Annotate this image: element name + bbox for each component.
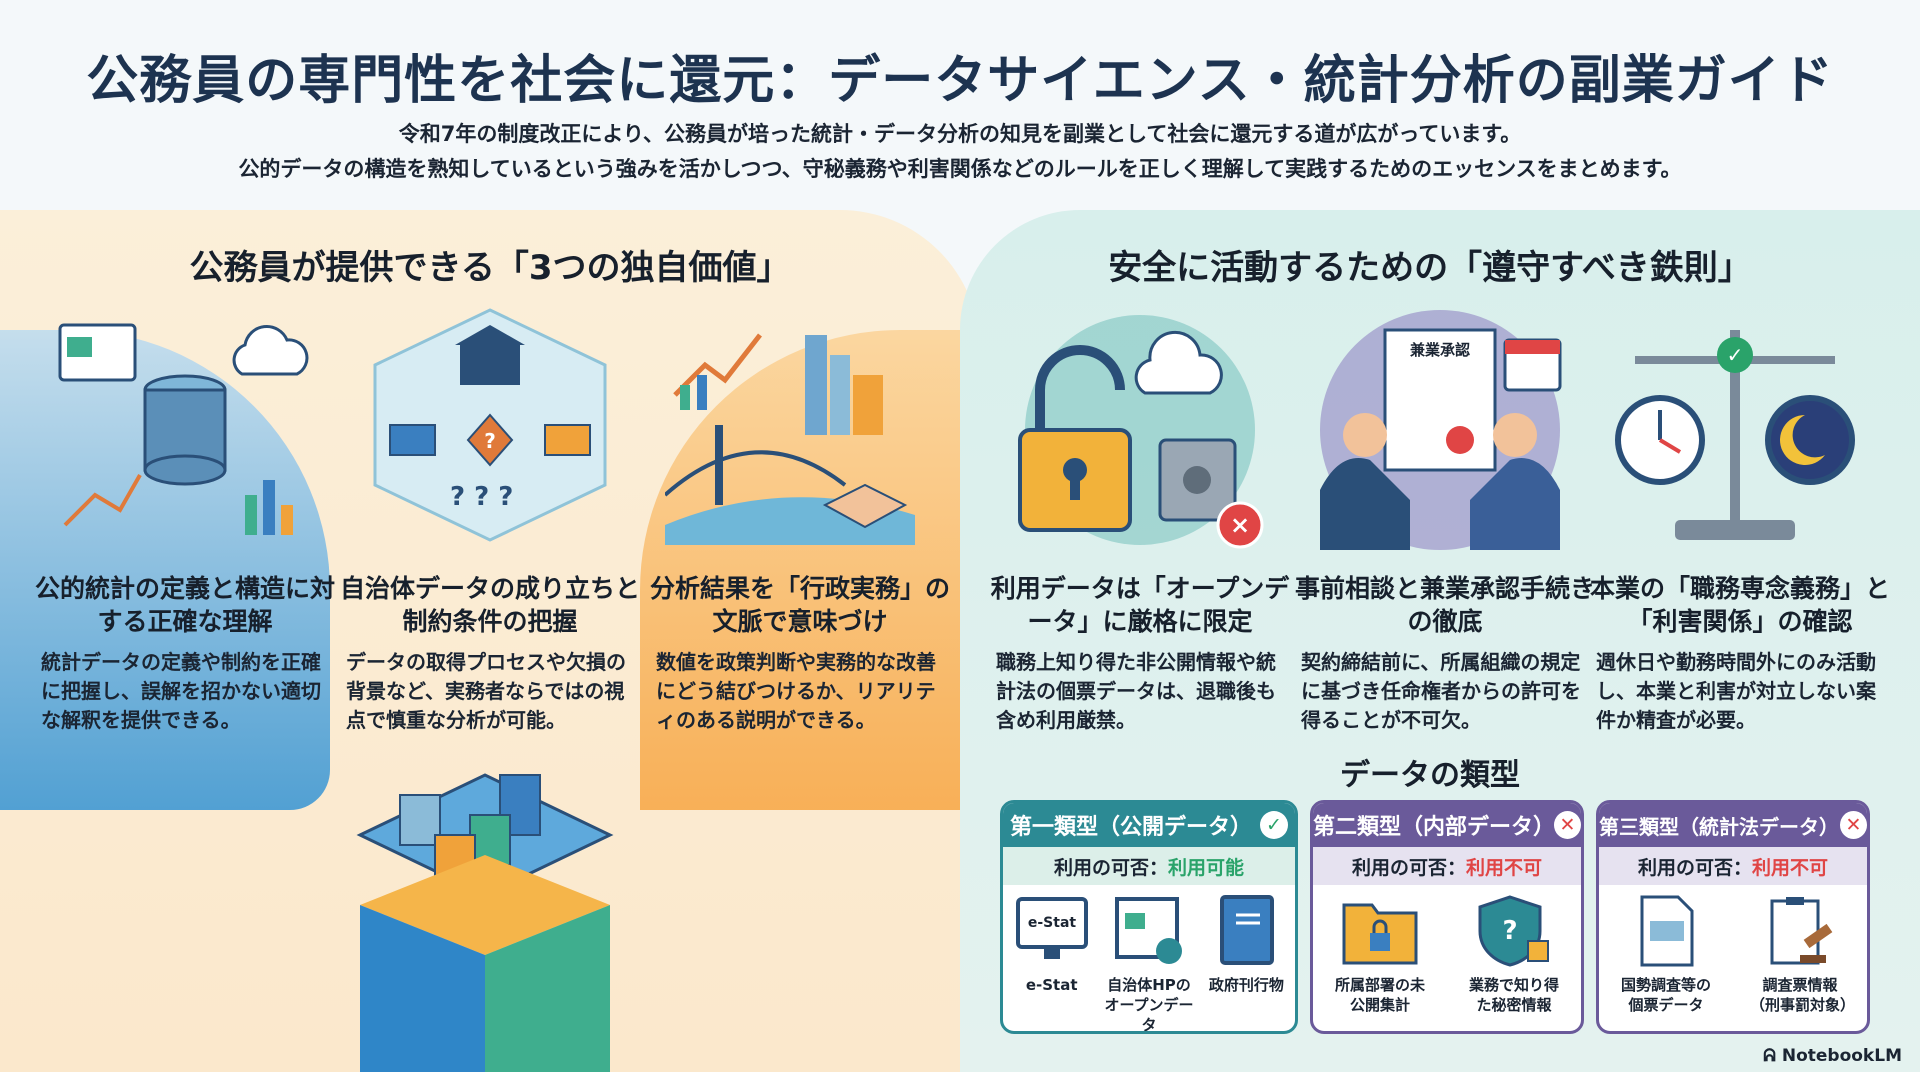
svg-text:×: × [1230, 511, 1250, 539]
right-section-heading: 安全に活動するための「遵守すべき鉄則」 [1108, 248, 1752, 288]
subtitle-line-1: 令和7年の制度改正により、公務員が培った統計・データ分析の知見を副業として社会に… [398, 122, 1522, 146]
svg-text:? ? ?: ? ? ? [450, 482, 513, 512]
availability-status: 利用不可 [1466, 856, 1543, 879]
value-title: 自治体データの成り立ちと制約条件の把握 [340, 574, 641, 636]
approval-doc-label: 兼業承認 [1410, 341, 1470, 359]
availability-status: 利用可能 [1168, 856, 1245, 879]
balance-scale-clock-icon: ✓ [1615, 330, 1855, 540]
data-example: 所属部署の未公開集計 [1330, 895, 1430, 1015]
data-types-heading: データの類型 [1340, 758, 1520, 793]
locked-folder-icon [1342, 903, 1418, 965]
rule-item-3: 本業の「職務専念義務」と「利害関係」の確認週休日や勤務時間外にのみ活動し、本業と… [1590, 572, 1890, 735]
value-item-3: 分析結果を「行政実務」の文脈で意味づけ数値を政策判断や実務的な改善にどう結びつけ… [650, 572, 950, 735]
value-body: データの取得プロセスや欠損の背景など、実務者ならではの視点で慎重な分析が可能。 [346, 650, 626, 732]
check-icon: ✓ [1260, 811, 1288, 839]
data-example: 自治体HPのオープンデータ [1100, 895, 1197, 1031]
cross-icon: ✕ [1554, 811, 1581, 839]
availability-label: 利用の可否： [1053, 856, 1168, 879]
card-title: 第二類型（内部データ） [1313, 815, 1556, 840]
book-icon [1220, 895, 1275, 965]
svg-text:?: ? [484, 429, 496, 453]
left-section-heading: 公務員が提供できる「3つの独自価値」 [189, 248, 791, 288]
rule-title: 本業の「職務専念義務」と「利害関係」の確認 [1590, 574, 1891, 636]
rule-body: 週休日や勤務時間外にのみ活動し、本業と利害が対立しない案件か精査が必要。 [1596, 650, 1876, 732]
clipboard-gavel-icon [1770, 897, 1833, 965]
data-example: 政府刊行物 [1198, 895, 1295, 1031]
value-title: 公的統計の定義と構造に対する正確な理解 [35, 574, 336, 636]
web-page-globe-icon [1114, 897, 1182, 964]
value-title: 分析結果を「行政実務」の文脈で意味づけ [650, 574, 951, 636]
notebooklm-branding: ᕱ NotebookLM [1763, 1046, 1902, 1066]
document-table-icon [1640, 895, 1694, 967]
svg-text:?: ? [1502, 916, 1517, 946]
data-blocks-pedestal-icon [356, 773, 614, 1072]
svg-text:✓: ✓ [1727, 343, 1744, 367]
rule-title: 利用データは「オープンデータ」に厳格に限定 [990, 574, 1290, 636]
data-example: 国勢調査等の個票データ [1616, 895, 1716, 1015]
svg-text:e-Stat: e-Stat [1028, 915, 1077, 931]
open-data-lock-icon: × [1018, 315, 1264, 549]
data-type-card-2: 第二類型（内部データ）✕ 利用の可否：利用不可 所属部署の未公開集計 ?業務で知… [1310, 800, 1584, 1034]
rule-body: 契約締結前に、所属組織の規定に基づき任命権者からの許可を得ることが不可欠。 [1301, 650, 1581, 732]
rule-body: 職務上知り得た非公開情報や統計法の個票データは、退職後も含め利用厳禁。 [996, 650, 1276, 732]
availability-label: 利用の可否： [1351, 856, 1466, 879]
availability-status: 利用不可 [1752, 856, 1829, 879]
estat-monitor-icon: e-Stat [1015, 897, 1088, 959]
card-title: 第三類型（統計法データ） [1599, 814, 1839, 839]
value-item-1: 公的統計の定義と構造に対する正確な理解統計データの定義や制約を正確に把握し、誤解… [35, 572, 335, 735]
subtitle-line-2: 公的データの構造を熟知しているという強みを活かしつつ、守秘義務や利害関係などのル… [238, 157, 1682, 181]
data-type-card-3: 第三類型（統計法データ）✕ 利用の可否：利用不可 国勢調査等の個票データ 調査票… [1596, 800, 1870, 1034]
database-network-icon [58, 323, 309, 535]
rule-item-1: 利用データは「オープンデータ」に厳格に限定職務上知り得た非公開情報や統計法の個票… [990, 572, 1290, 735]
city-bridge-handshake-icon [665, 333, 915, 545]
value-item-2: 自治体データの成り立ちと制約条件の把握データの取得プロセスや欠損の背景など、実務… [340, 572, 640, 735]
rule-item-2: 事前相談と兼業承認手続きの徹底契約締結前に、所属組織の規定に基づき任命権者からの… [1295, 572, 1595, 735]
page-title: 公務員の専門性を社会に還元：データサイエンス・統計分析の副業ガイド [86, 51, 1834, 111]
data-example: ?業務で知り得た秘密情報 [1464, 895, 1564, 1015]
value-body: 統計データの定義や制約を正確に把握し、誤解を招かない適切な解釈を提供できる。 [41, 650, 321, 732]
value-body: 数値を政策判断や実務的な改善にどう結びつけるか、リアリティのある説明ができる。 [656, 650, 936, 732]
card-title: 第一類型（公開データ） [1009, 815, 1252, 840]
data-example: 調査票情報（刑事罰対象） [1750, 895, 1855, 1015]
shield-lock-icon: ? [1478, 895, 1549, 967]
availability-label: 利用の可否： [1637, 856, 1752, 879]
rule-title: 事前相談と兼業承認手続きの徹底 [1295, 574, 1596, 636]
cross-icon: ✕ [1839, 811, 1867, 839]
approval-handshake-icon: 兼業承認 [1320, 310, 1562, 550]
notebooklm-logo-icon: ᕱ [1763, 1046, 1782, 1066]
government-data-cube-icon: ? ? ? ? [373, 308, 607, 542]
